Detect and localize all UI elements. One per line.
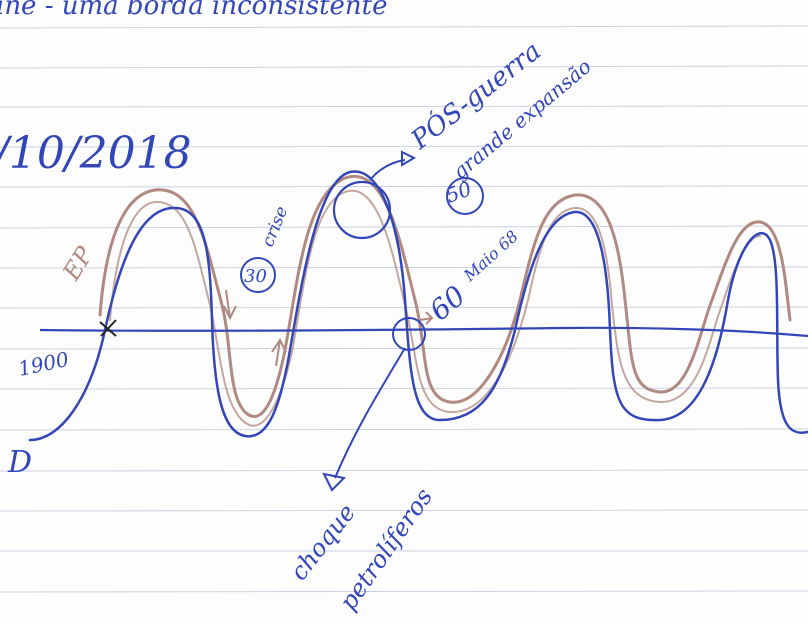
oil-shock-arrowhead — [322, 472, 347, 492]
pos-guerra-label: PÓS-guerra — [404, 35, 547, 157]
postwar-peak-circle — [332, 180, 392, 240]
thirty-label: 30 — [244, 266, 267, 287]
brown-arrow-down — [223, 289, 237, 321]
d-label: D — [7, 445, 32, 480]
start-marker — [99, 319, 117, 337]
thirty-circle — [240, 257, 276, 293]
header-line-text: ine - uma borda inconsistente — [0, 0, 388, 21]
maio68-label: Maio 68 — [459, 227, 522, 286]
time-axis — [39, 326, 808, 338]
blue-cycle-wave — [28, 170, 808, 442]
brown-cycle-wave — [98, 174, 792, 418]
ruled-lines — [0, 25, 808, 593]
brown-arrow-up — [271, 338, 287, 367]
postwar-arrowhead — [401, 150, 417, 167]
petroliferos-label: petrolíferos — [334, 483, 438, 615]
postwar-arrow — [369, 159, 406, 181]
choque-label: choque — [285, 499, 361, 586]
sixties-circle — [392, 317, 426, 351]
brown-arrow-bottom — [419, 311, 434, 325]
date-text: /10/2018 — [0, 128, 192, 179]
crise-label: crise — [258, 204, 292, 250]
year-1900-label: 1900 — [16, 347, 71, 381]
oil-shock-arrow — [334, 347, 406, 479]
fifty-circle — [446, 177, 484, 215]
ep-label: EP — [57, 241, 100, 286]
